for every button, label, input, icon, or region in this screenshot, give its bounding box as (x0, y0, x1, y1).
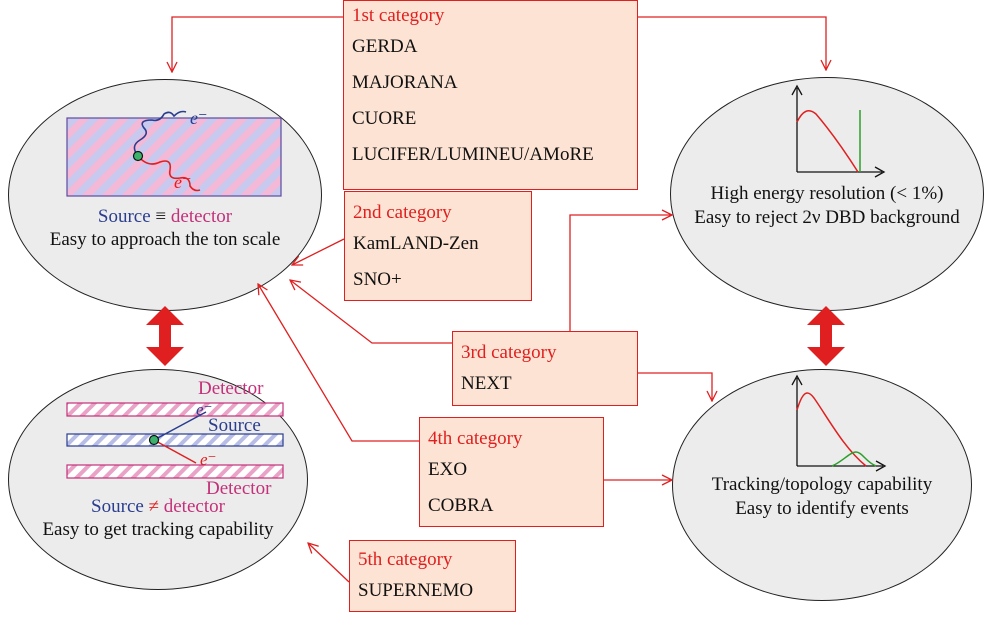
arrow-cat2 (292, 238, 345, 265)
category-item: CUORE (352, 108, 417, 129)
category-title-4: 4th category (428, 428, 523, 449)
decay-vertex-dot-2 (148, 434, 160, 446)
category-item: MAJORANA (352, 72, 458, 93)
source-layer (66, 433, 284, 447)
electron-label-lower: e⁻ (174, 172, 192, 192)
source-layer-label: Source (208, 415, 261, 436)
electron-track-lower (137, 155, 201, 192)
category-box-5: 5th category SUPERNEMO (349, 540, 516, 612)
arrow-cat1-left (172, 16, 343, 72)
detector-word-2: detector (163, 496, 225, 517)
decay-vertex-dot (132, 150, 144, 162)
high-resolution-line2: Easy to reject 2ν DBD background (694, 207, 960, 228)
source-word: Source (97, 206, 151, 227)
tracking-line2: Easy to identify events (735, 498, 909, 519)
high-resolution-ellipse (670, 77, 984, 311)
category-item: SNO+ (353, 269, 402, 290)
relation-symbol: ≡ (155, 206, 167, 227)
category-box-2: 2nd category KamLAND-Zen SNO+ (344, 191, 532, 301)
category-item: LUCIFER/LUMINEU/AMoRE (352, 144, 594, 165)
electron-track-upper (133, 110, 187, 157)
detector-word: detector (170, 206, 233, 227)
arrow-cat3-up (569, 215, 672, 331)
category-box-4: 4th category EXO COBRA (419, 417, 604, 527)
arrow-cat5 (308, 543, 350, 583)
category-box-3: 3rd category NEXT (452, 331, 638, 406)
electron-label-red: e⁻ (200, 450, 217, 469)
detector-layer-bottom (66, 464, 284, 479)
double-arrow-right (807, 306, 845, 366)
arrow-cat3-left (290, 280, 452, 344)
category-title-1: 1st category (352, 5, 445, 26)
electron-label-blue: e⁻ (196, 400, 213, 419)
category-item: SUPERNEMO (358, 580, 474, 601)
detector-layer-top (66, 402, 284, 417)
tracking-line1: Tracking/topology capability (711, 474, 933, 495)
source-equals-detector-label: Source ≡ detector (8, 206, 322, 228)
tracking-spectrum (791, 374, 887, 472)
electron-path-up (153, 411, 207, 441)
category-item: NEXT (461, 373, 512, 394)
high-resolution-line1: High energy resolution (< 1%) (710, 183, 944, 204)
category-item: GERDA (352, 36, 418, 57)
category-item: KamLAND-Zen (353, 233, 479, 254)
category-title-3: 3rd category (461, 342, 557, 363)
category-title-2: 2nd category (353, 202, 452, 223)
category-box-1: 1st category GERDA MAJORANA CUORE LUCIFE… (343, 0, 638, 190)
ton-scale-caption: Easy to approach the ton scale (49, 229, 281, 250)
high-resolution-spectrum (791, 84, 886, 178)
tracking-ellipse (672, 369, 972, 601)
arrow-cat1-right (638, 16, 826, 70)
source-detector-block (66, 117, 282, 197)
detector-label-bottom: Detector (206, 478, 272, 499)
arrow-cat3-right (638, 372, 712, 401)
relation-symbol-2: ≠ (148, 496, 159, 517)
category-title-5: 5th category (358, 549, 453, 570)
category-item: COBRA (428, 495, 494, 516)
tracking-caption-left: Easy to get tracking capability (42, 519, 274, 540)
arrow-cat4-left (258, 284, 419, 442)
electron-label-upper: e⁻ (190, 108, 208, 128)
detector-label-top: Detector (198, 378, 264, 399)
category-item: EXO (428, 459, 468, 480)
source-word-2: Source (91, 496, 144, 517)
electron-path-down (153, 439, 197, 464)
source-not-detector-label: Source ≠ detector (8, 496, 308, 518)
double-arrow-left (146, 306, 184, 366)
